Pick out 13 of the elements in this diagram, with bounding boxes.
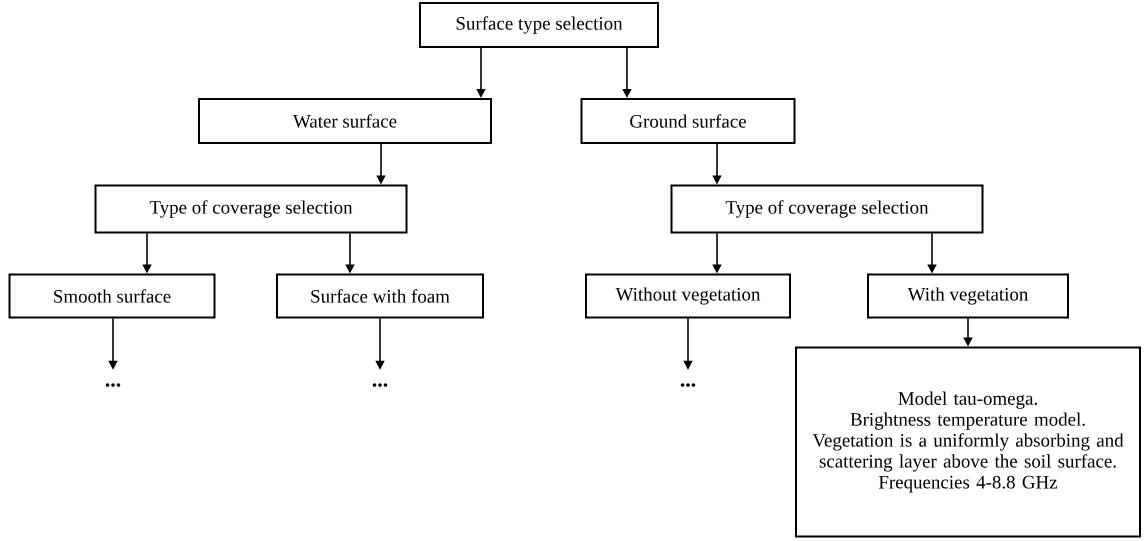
- ellipsis: ...: [105, 383, 121, 387]
- process-box: Surface type selection: [419, 2, 659, 48]
- process-box: Water surface: [198, 98, 492, 144]
- description-box: Model tau-omega. Brightness temperature model. Vegetation is a uniformly absorbing and scattering layer above the soil surface. Frequencies 4-8.8 GHz: [795, 346, 1141, 538]
- ellipsis: ...: [372, 383, 388, 387]
- ellipsis: ...: [680, 383, 696, 387]
- process-box: Type of coverage selection: [670, 184, 984, 234]
- process-box: Surface with foam: [276, 273, 484, 319]
- process-box: Type of coverage selection: [94, 184, 408, 234]
- process-box: Smooth surface: [8, 273, 216, 319]
- process-box: With vegetation: [867, 273, 1069, 319]
- process-box: Without vegetation: [585, 273, 791, 319]
- process-box: Ground surface: [580, 98, 796, 144]
